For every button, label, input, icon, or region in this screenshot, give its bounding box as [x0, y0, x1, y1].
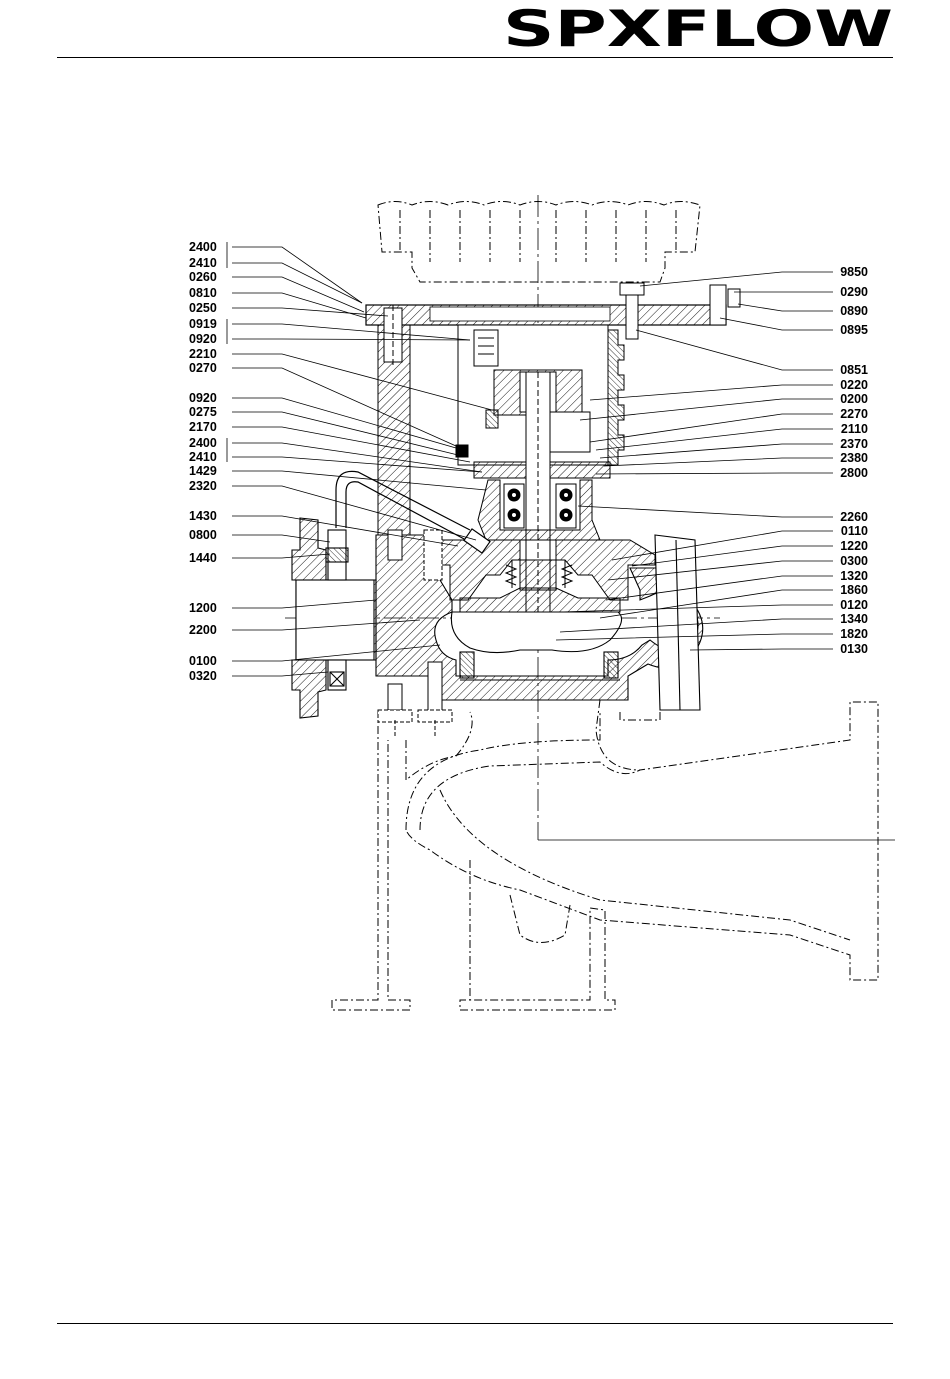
part-label-0851: 0851	[840, 363, 868, 377]
part-label-0895: 0895	[840, 323, 868, 337]
part-label-0920: 0920	[189, 391, 217, 405]
part-label-1440: 1440	[189, 551, 217, 565]
part-label-2370: 2370	[840, 437, 868, 451]
leader-line-2800	[596, 473, 833, 474]
part-label-0290: 0290	[840, 285, 868, 299]
motor-outline	[378, 202, 700, 283]
right-part-labels: 9850 0290 0890 0895 085102200200227021102370…	[840, 265, 868, 656]
leader-line-0920	[232, 339, 470, 340]
part-label-1200: 1200	[189, 601, 217, 615]
part-label-0800: 0800	[189, 528, 217, 542]
part-label-0300: 0300	[840, 554, 868, 568]
leader-line-2370	[600, 444, 833, 458]
part-label-2380: 2380	[840, 451, 868, 465]
suction-flange	[292, 518, 376, 718]
part-label-0810: 0810	[189, 286, 217, 300]
part-label-2110: 2110	[841, 422, 868, 436]
part-label-0250: 0250	[189, 301, 217, 315]
leader-line-0895	[720, 318, 833, 330]
leader-line-2110	[596, 429, 833, 450]
left-part-labels: 2400241002600810025009190920221002700920…	[189, 240, 217, 683]
leader-line-2410	[232, 457, 482, 472]
part-label-2320: 2320	[189, 479, 217, 493]
part-label-0920: 0920	[189, 332, 217, 346]
leader-line-0851	[636, 330, 833, 370]
discharge-flange	[655, 535, 700, 710]
part-label-2400: 2400	[189, 436, 217, 450]
part-label-0919: 0919	[189, 317, 217, 331]
part-label-0320: 0320	[189, 669, 217, 683]
leader-line-0920	[232, 398, 456, 448]
part-label-0100: 0100	[189, 654, 217, 668]
leader-line-2400	[232, 247, 362, 303]
part-label-1320: 1320	[840, 569, 868, 583]
part-label-1430: 1430	[189, 509, 217, 523]
leader-line-2270	[590, 414, 833, 442]
part-label-2410: 2410	[189, 450, 217, 464]
baseplate-outline	[332, 700, 878, 1010]
leader-line-0270	[232, 368, 456, 446]
part-label-2210: 2210	[189, 347, 217, 361]
part-label-0120: 0120	[840, 598, 868, 612]
part-label-2400: 2400	[189, 240, 217, 254]
part-label-1820: 1820	[840, 627, 868, 641]
part-label-1340: 1340	[840, 612, 868, 626]
leader-line-2210	[232, 354, 492, 410]
leader-line-0220	[590, 385, 833, 400]
leader-line-1429	[232, 471, 486, 490]
part-label-2170: 2170	[189, 420, 217, 434]
part-label-1860: 1860	[840, 583, 868, 597]
part-label-1429: 1429	[189, 464, 217, 478]
leader-line-0130	[690, 649, 833, 650]
part-label-1220: 1220	[840, 539, 868, 553]
leader-line-0890	[738, 304, 833, 311]
leader-line-2380	[604, 458, 833, 466]
leader-line-1860	[600, 590, 833, 618]
part-label-0260: 0260	[189, 270, 217, 284]
leader-line-9850	[640, 272, 833, 286]
leader-line-2260	[578, 506, 833, 517]
leader-line-0275	[232, 412, 462, 456]
leader-line-0810	[232, 293, 366, 318]
part-label-2410: 2410	[189, 256, 217, 270]
part-label-9850: 9850	[840, 265, 868, 279]
leader-line-0919	[232, 324, 470, 340]
part-label-2800: 2800	[840, 466, 868, 480]
part-label-0200: 0200	[840, 392, 868, 406]
part-label-2270: 2270	[840, 407, 868, 421]
part-label-0220: 0220	[840, 378, 868, 392]
part-label-2260: 2260	[840, 510, 868, 524]
part-label-0890: 0890	[840, 304, 868, 318]
leader-line-0250	[232, 308, 388, 316]
part-label-0130: 0130	[840, 642, 868, 656]
part-label-0275: 0275	[189, 405, 217, 419]
part-label-2200: 2200	[189, 623, 217, 637]
part-label-0110: 0110	[841, 524, 868, 538]
part-label-0270: 0270	[189, 361, 217, 375]
